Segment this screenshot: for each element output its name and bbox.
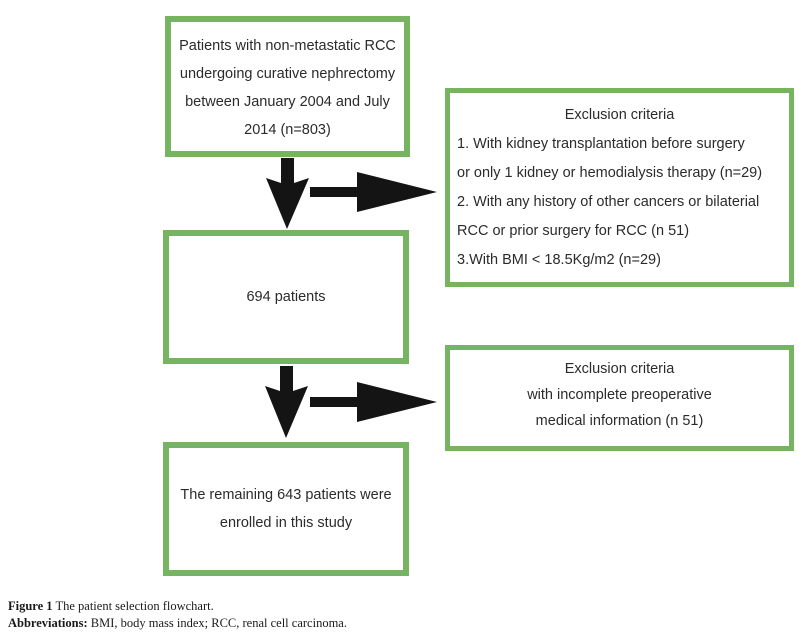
exclusion-title: Exclusion criteria (564, 107, 675, 123)
flow-box-remaining-694: 694 patients (163, 230, 409, 364)
flow-box-text: 694 patients (246, 289, 326, 305)
flow-box-exclusion-criteria-2: Exclusion criteria with incomplete preop… (445, 345, 794, 451)
figure-label: Figure 1 (8, 599, 53, 613)
flow-box-text: The remaining 643 patients were enrolled… (180, 487, 392, 531)
down-arrow-icon (265, 366, 308, 438)
abbreviations-text: BMI, body mass index; RCC, renal cell ca… (90, 616, 347, 630)
right-arrow-icon (310, 172, 437, 212)
abbreviations-line: Abbreviations: BMI, body mass index; RCC… (8, 615, 347, 632)
exclusion-title: Exclusion criteria (564, 361, 675, 377)
flow-box-enrolled-643: The remaining 643 patients were enrolled… (163, 442, 409, 576)
flow-box-eligible-patients: Patients with non-metastatic RCC undergo… (165, 16, 410, 157)
flow-box-text: Patients with non-metastatic RCC undergo… (179, 38, 396, 138)
figure-title: The patient selection flowchart. (55, 599, 214, 613)
caption-line: Figure 1 The patient selection flowchart… (8, 598, 347, 615)
flow-box-exclusion-criteria-1: Exclusion criteria 1. With kidney transp… (445, 88, 794, 287)
exclusion-body: 1. With kidney transplantation before su… (457, 136, 763, 268)
down-arrow-icon (266, 158, 309, 229)
abbreviations-label: Abbreviations: (8, 616, 88, 630)
exclusion-body: with incomplete preoperative medical inf… (527, 387, 712, 429)
figure-caption: Figure 1 The patient selection flowchart… (8, 598, 347, 632)
right-arrow-icon (310, 382, 437, 422)
